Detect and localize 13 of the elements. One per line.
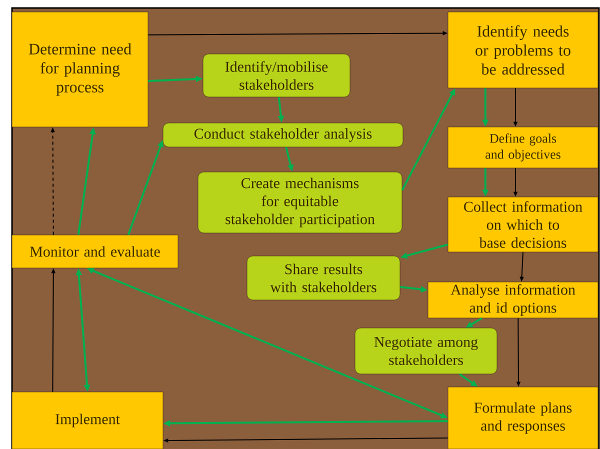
process-box: Formulate plans and responses [448,386,598,449]
process-box: Collect information on which to base decisions [448,196,598,252]
process-box: Identify needs or problems to be addressed [448,12,598,88]
stakeholder-box: Create mechanisms for equitable stakeholder participation [198,172,402,234]
process-box: Analyse information and id options [428,282,598,318]
stakeholder-box: Share results with stakeholders [246,256,400,300]
stakeholder-box: Conduct stakeholder analysis [162,122,404,148]
process-box: Determine need for planning process [12,12,148,128]
process-box: Define goals and objectives [448,126,598,168]
process-box: Monitor and evaluate [12,234,178,268]
stakeholder-box: Negotiate among stakeholders [354,328,498,374]
stakeholder-box: Identify/mobilise stakeholders [202,54,350,98]
process-box: Implement [12,392,164,449]
